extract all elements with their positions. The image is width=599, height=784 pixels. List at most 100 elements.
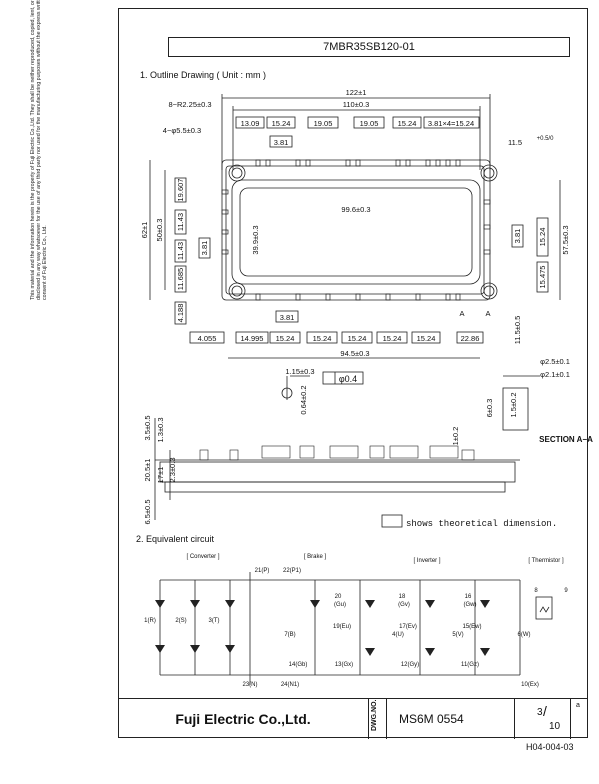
theoretical-note: shows theoretical dimension. [406,519,557,529]
dim-left-5: 4.188 [176,304,185,323]
dim-top-4: 19.05 [360,119,379,128]
dim-section-h2: 1.5±0.2 [509,393,518,418]
dim-bottom-8: 22.86 [461,334,480,343]
dim-side-pin: 1±0.2 [451,427,460,446]
pin-18-gv: (Gv) [398,602,410,608]
document-code: H04-004-03 [526,742,574,752]
pin-16: 16 [465,594,472,600]
pin-2: 2(S) [175,618,186,624]
dim-bottom-1: 4.055 [198,334,217,343]
pin-11: 11(Gz) [461,662,479,668]
outline-section-title: 1. Outline Drawing ( Unit : mm ) [140,70,267,80]
company-name: Fuji Electric Co.,Ltd. [175,711,311,727]
pin-5: 5(V) [452,632,463,638]
pin-17: 17(Ev) [399,624,417,630]
dim-side-h3: 20.5±1 [143,459,152,482]
dim-bottom-2: 14.995 [241,334,264,343]
dim-holes: 4−φ5.5±0.3 [163,126,201,135]
dim-right-3: 15.475 [538,266,547,289]
dim-side-h6: 6.5±0.5 [143,500,152,525]
label-brake: [ Brake ] [304,554,327,560]
dim-side-h2: 1.3±0.3 [156,418,165,443]
dim-left-1: 19.607 [176,179,185,202]
page-number: 3 [537,707,543,718]
dim-right-2: 15.24 [538,228,547,247]
dim-outer-diameter: φ2.5±0.1 [540,357,570,366]
dim-right-bottom: 11.5±0.5 [513,316,522,345]
dim-left-4: 11.685 [176,268,185,290]
dim-top-1: 13.09 [241,119,260,128]
label-converter: [ Converter ] [186,554,219,560]
page-total: 10 [549,721,561,732]
dim-bottom-5: 15.24 [348,334,367,343]
position-tolerance: φ0.4 [339,374,357,384]
label-thermistor: [ Thermistor ] [528,558,564,564]
dim-side-h4: 17±1 [156,467,165,484]
section-label: SECTION A−A [539,435,593,444]
dim-pin-pitch: 1.15±0.3 [285,367,314,376]
pin-21: 21(P) [255,568,270,574]
dim-left-height: 62±1 [140,222,149,239]
dim-bottom-total: 94.5±0.3 [340,349,369,358]
dim-overall-width: 122±1 [346,88,367,97]
pin-20: 20 [335,594,342,600]
dim-right-height: 57.5±0.3 [561,225,570,254]
dim-right-top-tol: +0.5/0 [537,136,555,142]
title-block: Fuji Electric Co.,Ltd. DWG.NO. MS6M 0554… [118,698,589,739]
page-slash: / [543,703,547,719]
section-mark-left: A [459,309,464,318]
revision-cell: a [570,699,589,739]
section-mark-right: A [485,309,490,318]
pin-7: 7(B) [284,632,295,638]
pin-22: 22(P1) [283,568,301,574]
dim-top-2: 15.24 [272,119,291,128]
revision: a [576,702,580,709]
pin-8: 8 [534,588,538,594]
pin-1: 1(R) [144,618,156,624]
dim-inner-diameter: φ2.1±0.1 [540,370,570,379]
dim-bottom-4: 15.24 [313,334,332,343]
dim-pin-diameter: 0.64±0.2 [299,385,308,414]
dim-left-small: 3.81 [200,241,209,256]
dwg-label: DWG.NO. [371,699,378,732]
drawing-frame [118,8,588,738]
dim-bottom-7: 15.24 [417,334,436,343]
dwg-label-cell: DWG.NO. [368,699,387,739]
dim-top-3: 19.05 [314,119,333,128]
dim-left-3: 11.43 [176,242,185,260]
equivalent-section-title: 2. Equivalent circuit [136,534,215,544]
pin-3: 3(T) [209,618,220,624]
pin-4: 4(U) [392,632,404,638]
dim-inner-width: 110±0.3 [343,100,370,109]
dim-center-width: 99.6±0.3 [341,205,370,214]
pin-13: 13(Gx) [335,662,353,668]
dim-bottom-3: 15.24 [276,334,295,343]
dim-top-5: 15.24 [398,119,417,128]
pin-23: 23(N) [242,682,257,688]
dim-bottom-6: 15.24 [383,334,402,343]
pin-19: 19(Eu) [333,624,351,630]
dim-right-1: 3.81 [513,229,522,244]
page-cell: 3 / 10 [514,699,571,739]
dwg-number: MS6M 0554 [386,699,514,739]
dim-side-h1: 3.5±0.5 [143,416,152,441]
pin-16-gw: (Gw) [464,602,477,608]
pin-10: 10(Ex) [521,682,539,688]
dim-bottom-small: 3.81 [280,313,295,322]
dim-top-small: 3.81 [274,138,289,147]
pin-24: 24(N1) [281,682,299,688]
pin-6: 6(W) [518,632,531,638]
pin-9: 9 [564,588,568,594]
pin-12: 12(Gy) [401,662,419,668]
pin-20-gu: (Gu) [334,602,346,608]
pin-18: 18 [399,594,406,600]
dim-top-6: 3.81×4=15.24 [428,119,474,128]
label-inverter: [ Inverter ] [413,558,440,564]
dim-center-height: 39.9±0.3 [251,225,260,254]
dim-section-h1: 6±0.3 [485,399,494,418]
part-number: 7MBR35SB120-01 [323,41,415,53]
part-number-box: 7MBR35SB120-01 [168,37,570,57]
dim-side-h5: 2.3±0.3 [168,458,177,483]
